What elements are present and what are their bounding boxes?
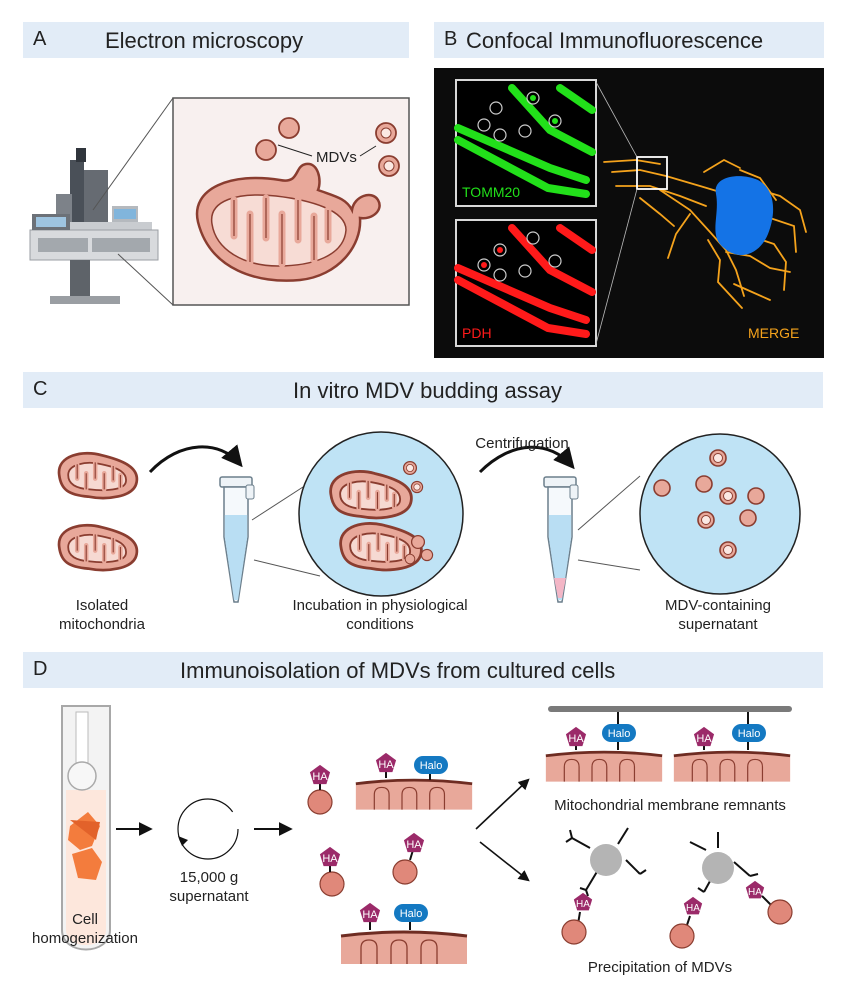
arrow-to-remnants [475,778,530,830]
mdvs-label: MDVs [316,149,357,166]
banner-c: C In vitro MDV budding assay [23,372,823,408]
ha-label: HA [576,899,590,910]
spin-label: 15,000 g supernatant [169,869,249,905]
ha-label: HA [568,733,584,745]
ha-label: HA [312,771,328,783]
merge-zoom-box [636,156,668,190]
precip-label: Precipitation of MDVs [587,959,733,976]
panel-letter-a: A [33,28,47,50]
centrifugation-label: Centrifugation [475,435,569,452]
ha-label: HA [748,887,762,898]
pdh-label: PDH [462,325,492,341]
nucleus [715,176,774,256]
zoom-line-bottom [117,253,174,306]
fraction-mixture [307,752,474,964]
arrow-to-precip [479,841,530,882]
remnants-plate [544,706,792,782]
banner-a: A Electron microscopy [23,22,409,58]
cell-homog-label: Cell homogenization [32,911,138,947]
panel-title-d: Immunoisolation of MDVs from cultured ce… [180,658,616,683]
arrow-centrifugation [478,445,575,474]
panel-letter-d: D [33,658,48,680]
tomm20-mito-network [458,88,592,194]
halo-label: Halo [400,908,423,920]
arrow-to-tube [148,444,243,474]
ha-label: HA [686,903,700,914]
ha-label: HA [378,759,394,771]
ha-label: HA [322,853,338,865]
remnants-label: Mitochondrial membrane remnants [554,797,786,814]
em-mdv-2 [255,139,277,161]
halo-label: Halo [608,728,631,740]
supernatant-label: MDV-containing supernatant [665,597,771,633]
ha-label: HA [362,909,378,921]
tag-labels: HA HA Halo HA HA HA Halo HA Halo HA Halo… [312,728,762,921]
ha-label: HA [696,733,712,745]
banner-d: D Immunoisolation of MDVs from cultured … [23,652,823,688]
bead-1 [590,844,622,876]
banner-b: B Confocal Immunofluorescence [434,22,824,58]
halo-label: Halo [738,728,761,740]
em-mdv-1 [278,117,300,139]
zoom-line-top [92,97,174,211]
centrifuge-circle-icon [177,798,239,860]
supernatant-circle [639,433,801,595]
isolated-mito-label: Isolated mitochondria [59,597,145,633]
halo-label: Halo [420,760,443,772]
ha-label: HA [406,839,422,851]
incubation-label: Incubation in physiological conditions [292,597,468,633]
isolated-mito-2 [59,525,137,570]
tube-incubation [219,476,255,603]
panel-title-c: In vitro MDV budding assay [293,378,563,403]
bead-2 [702,852,734,884]
panel-title-a: Electron microscopy [105,28,304,53]
isolated-mito-1 [59,453,137,498]
panel-letter-c: C [33,378,48,400]
merge-label: MERGE [748,325,799,341]
cell-tube [61,705,111,951]
pdh-mito-network [454,224,596,338]
panel-title-b: Confocal Immunofluorescence [466,28,764,53]
tomm20-label: TOMM20 [462,184,520,200]
panel-letter-b: B [444,28,458,50]
em-mitochondrion [195,162,381,282]
electron-microscope-icon [29,148,159,304]
